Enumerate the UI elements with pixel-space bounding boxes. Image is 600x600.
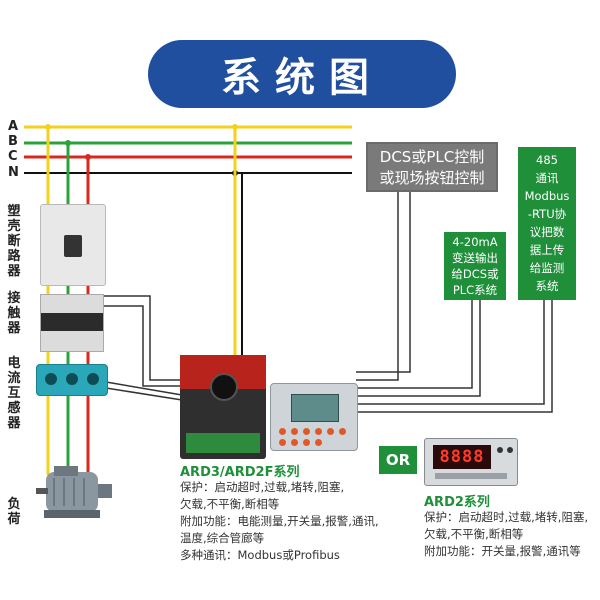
contactor-signal xyxy=(100,305,182,387)
phase-label-c: C xyxy=(8,149,18,164)
analog-line: PLC系统 xyxy=(452,283,498,297)
button-icon xyxy=(327,428,334,435)
phase-label-a: A xyxy=(8,119,19,134)
comm-line: Modbus xyxy=(524,189,570,203)
button-icon xyxy=(291,439,298,446)
ct-hole xyxy=(45,373,57,385)
ard2-line: 附加功能：开关量,报警,通讯等 xyxy=(424,544,581,558)
page-title: 系统图 xyxy=(221,55,383,101)
dcs-line: DCS或PLC控制 xyxy=(379,148,485,166)
comm-line: -RTU协 xyxy=(527,207,567,221)
comm-line: 485 xyxy=(536,153,558,167)
or-badge: OR xyxy=(379,446,417,474)
ard3-display-unit xyxy=(270,383,358,451)
button-icon xyxy=(279,439,286,446)
analog-line: 4-20mA xyxy=(452,235,498,249)
label-breaker: 塑壳断路器 xyxy=(7,204,21,279)
ct-signal xyxy=(105,381,183,396)
button-icon xyxy=(315,428,322,435)
ard2-led-display: 8888 xyxy=(433,445,491,469)
ct-signal xyxy=(105,387,183,401)
ard2-description: 保护：启动超时,过载,堵转,阻塞, 欠载,不平衡,断相等附加功能：开关量,报警,通… xyxy=(424,509,588,560)
ct-hole xyxy=(66,373,78,385)
comm-line: 系统 xyxy=(535,279,559,293)
ard3-line: 欠载,不平衡,断相等 xyxy=(180,497,280,511)
phase-label-n: N xyxy=(8,165,19,180)
comm-signal xyxy=(356,300,545,405)
ard3-description: 保护：启动超时,过载,堵转,阻塞, 欠载,不平衡,断相等附加功能：电能测量,开关量… xyxy=(180,479,379,564)
analog-line: 变送输出 xyxy=(452,251,498,265)
ard3-line: 多种通讯：Modbus或Profibus xyxy=(180,548,340,562)
ard3-main-unit xyxy=(180,355,266,459)
ard3-line: 保护：启动超时,过载,堵转,阻塞, xyxy=(180,480,345,494)
breaker-lever-icon xyxy=(64,235,82,257)
comm-signal xyxy=(356,300,553,413)
button-icon xyxy=(291,428,298,435)
ard3-title: ARD3/ARD2F系列 xyxy=(180,465,300,480)
dcs-control-box: DCS或PLC控制 或现场按钮控制 xyxy=(366,142,498,192)
comm-line: 给监测 xyxy=(529,261,565,275)
analog-signal xyxy=(356,300,473,389)
indicator-icon xyxy=(507,447,513,453)
contactor-signal xyxy=(100,295,182,381)
analog-output-box: 4-20mA 变送输出 给DCS或 PLC系统 xyxy=(444,232,506,300)
ard2-title: ARD2系列 xyxy=(424,495,490,510)
ard3-lcd-screen xyxy=(291,394,339,422)
communication-box: 485 通讯 Modbus -RTU协 议把数 据上传 给监测 系统 xyxy=(518,147,576,300)
current-transformer xyxy=(36,364,108,396)
ard3-connector-icon xyxy=(210,373,238,401)
analog-line: 给DCS或 xyxy=(451,267,499,281)
label-load: 负荷 xyxy=(7,497,21,527)
dcs-line: 或现场按钮控制 xyxy=(379,169,485,187)
analog-signal xyxy=(356,300,481,397)
label-ct: 电流互感器 xyxy=(7,356,21,431)
phase-label-b: B xyxy=(8,134,18,149)
ard3-line: 附加功能：电能测量,开关量,报警,通讯, xyxy=(180,514,379,528)
button-icon xyxy=(339,428,346,435)
ard2-line: 欠载,不平衡,断相等 xyxy=(424,527,524,541)
ard2-line: 保护：启动超时,过载,堵转,阻塞, xyxy=(424,510,589,524)
button-icon xyxy=(303,428,310,435)
ard2-button-row xyxy=(435,473,507,479)
button-icon xyxy=(315,439,322,446)
comm-line: 据上传 xyxy=(529,243,565,257)
dcs-signal xyxy=(356,192,399,381)
comm-line: 议把数 xyxy=(529,225,565,239)
title-banner: 系统图 xyxy=(148,40,456,108)
button-icon xyxy=(303,439,310,446)
label-contactor: 接触器 xyxy=(7,291,21,336)
ard3-terminal-block xyxy=(186,433,260,453)
contactor-device xyxy=(40,294,104,352)
molded-case-breaker xyxy=(40,204,106,286)
dcs-signal xyxy=(356,192,411,373)
ard3-line: 温度,综合管廊等 xyxy=(180,531,265,545)
motor-icon xyxy=(36,466,112,518)
ard2-unit: 8888 xyxy=(424,438,518,486)
indicator-icon xyxy=(497,447,503,453)
contactor-band xyxy=(41,313,103,331)
ct-hole xyxy=(87,373,99,385)
comm-line: 通讯 xyxy=(535,171,559,185)
button-icon xyxy=(279,428,286,435)
